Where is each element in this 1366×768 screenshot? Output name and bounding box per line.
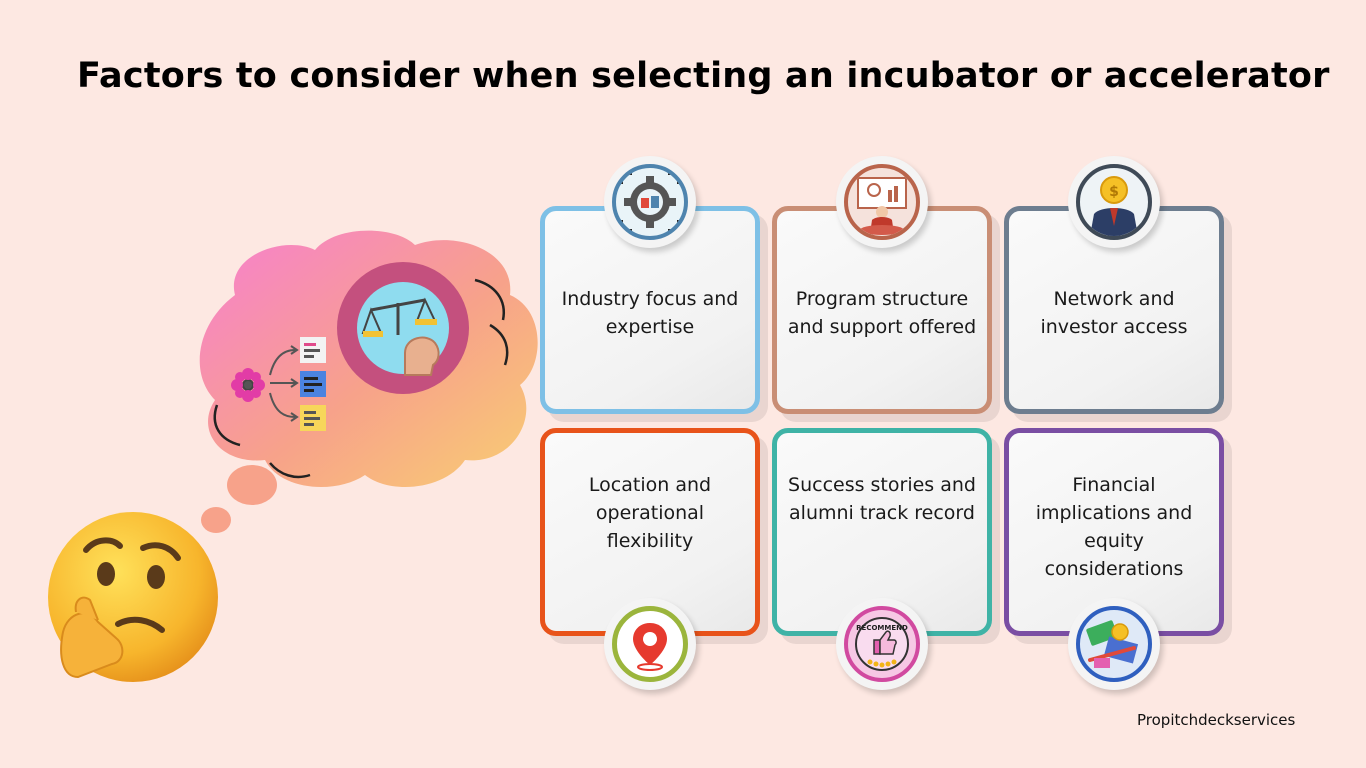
card-text: Industry focus and expertise <box>561 288 739 338</box>
money-finance-icon <box>1068 598 1160 690</box>
recommend-label: RECOMMEND <box>856 624 908 632</box>
page-title: Factors to consider when selecting an in… <box>77 56 1330 96</box>
thinking-face-emoji <box>48 512 218 682</box>
thought-bubble-icon <box>201 465 277 533</box>
presenter-board-icon <box>836 156 928 248</box>
investor-coin-icon: $ <box>1068 156 1160 248</box>
recommend-badge-icon: RECOMMEND <box>836 598 928 690</box>
location-pin-icon <box>604 598 696 690</box>
gear-strategy-icon <box>604 156 696 248</box>
card-text: Financial implications and equity consid… <box>1035 474 1193 580</box>
brand-label: Propitchdeckservices <box>1137 711 1296 729</box>
card-text: Success stories and alumni track record <box>788 474 976 524</box>
card-text: Location and operational flexibility <box>588 474 712 552</box>
thought-cloud-icon <box>199 230 538 487</box>
card-text: Program structure and support offered <box>787 288 977 338</box>
card-text: Network and investor access <box>1040 288 1188 338</box>
card-success-stories: Success stories and alumni track record <box>772 428 992 636</box>
svg-text:$: $ <box>1109 184 1119 200</box>
